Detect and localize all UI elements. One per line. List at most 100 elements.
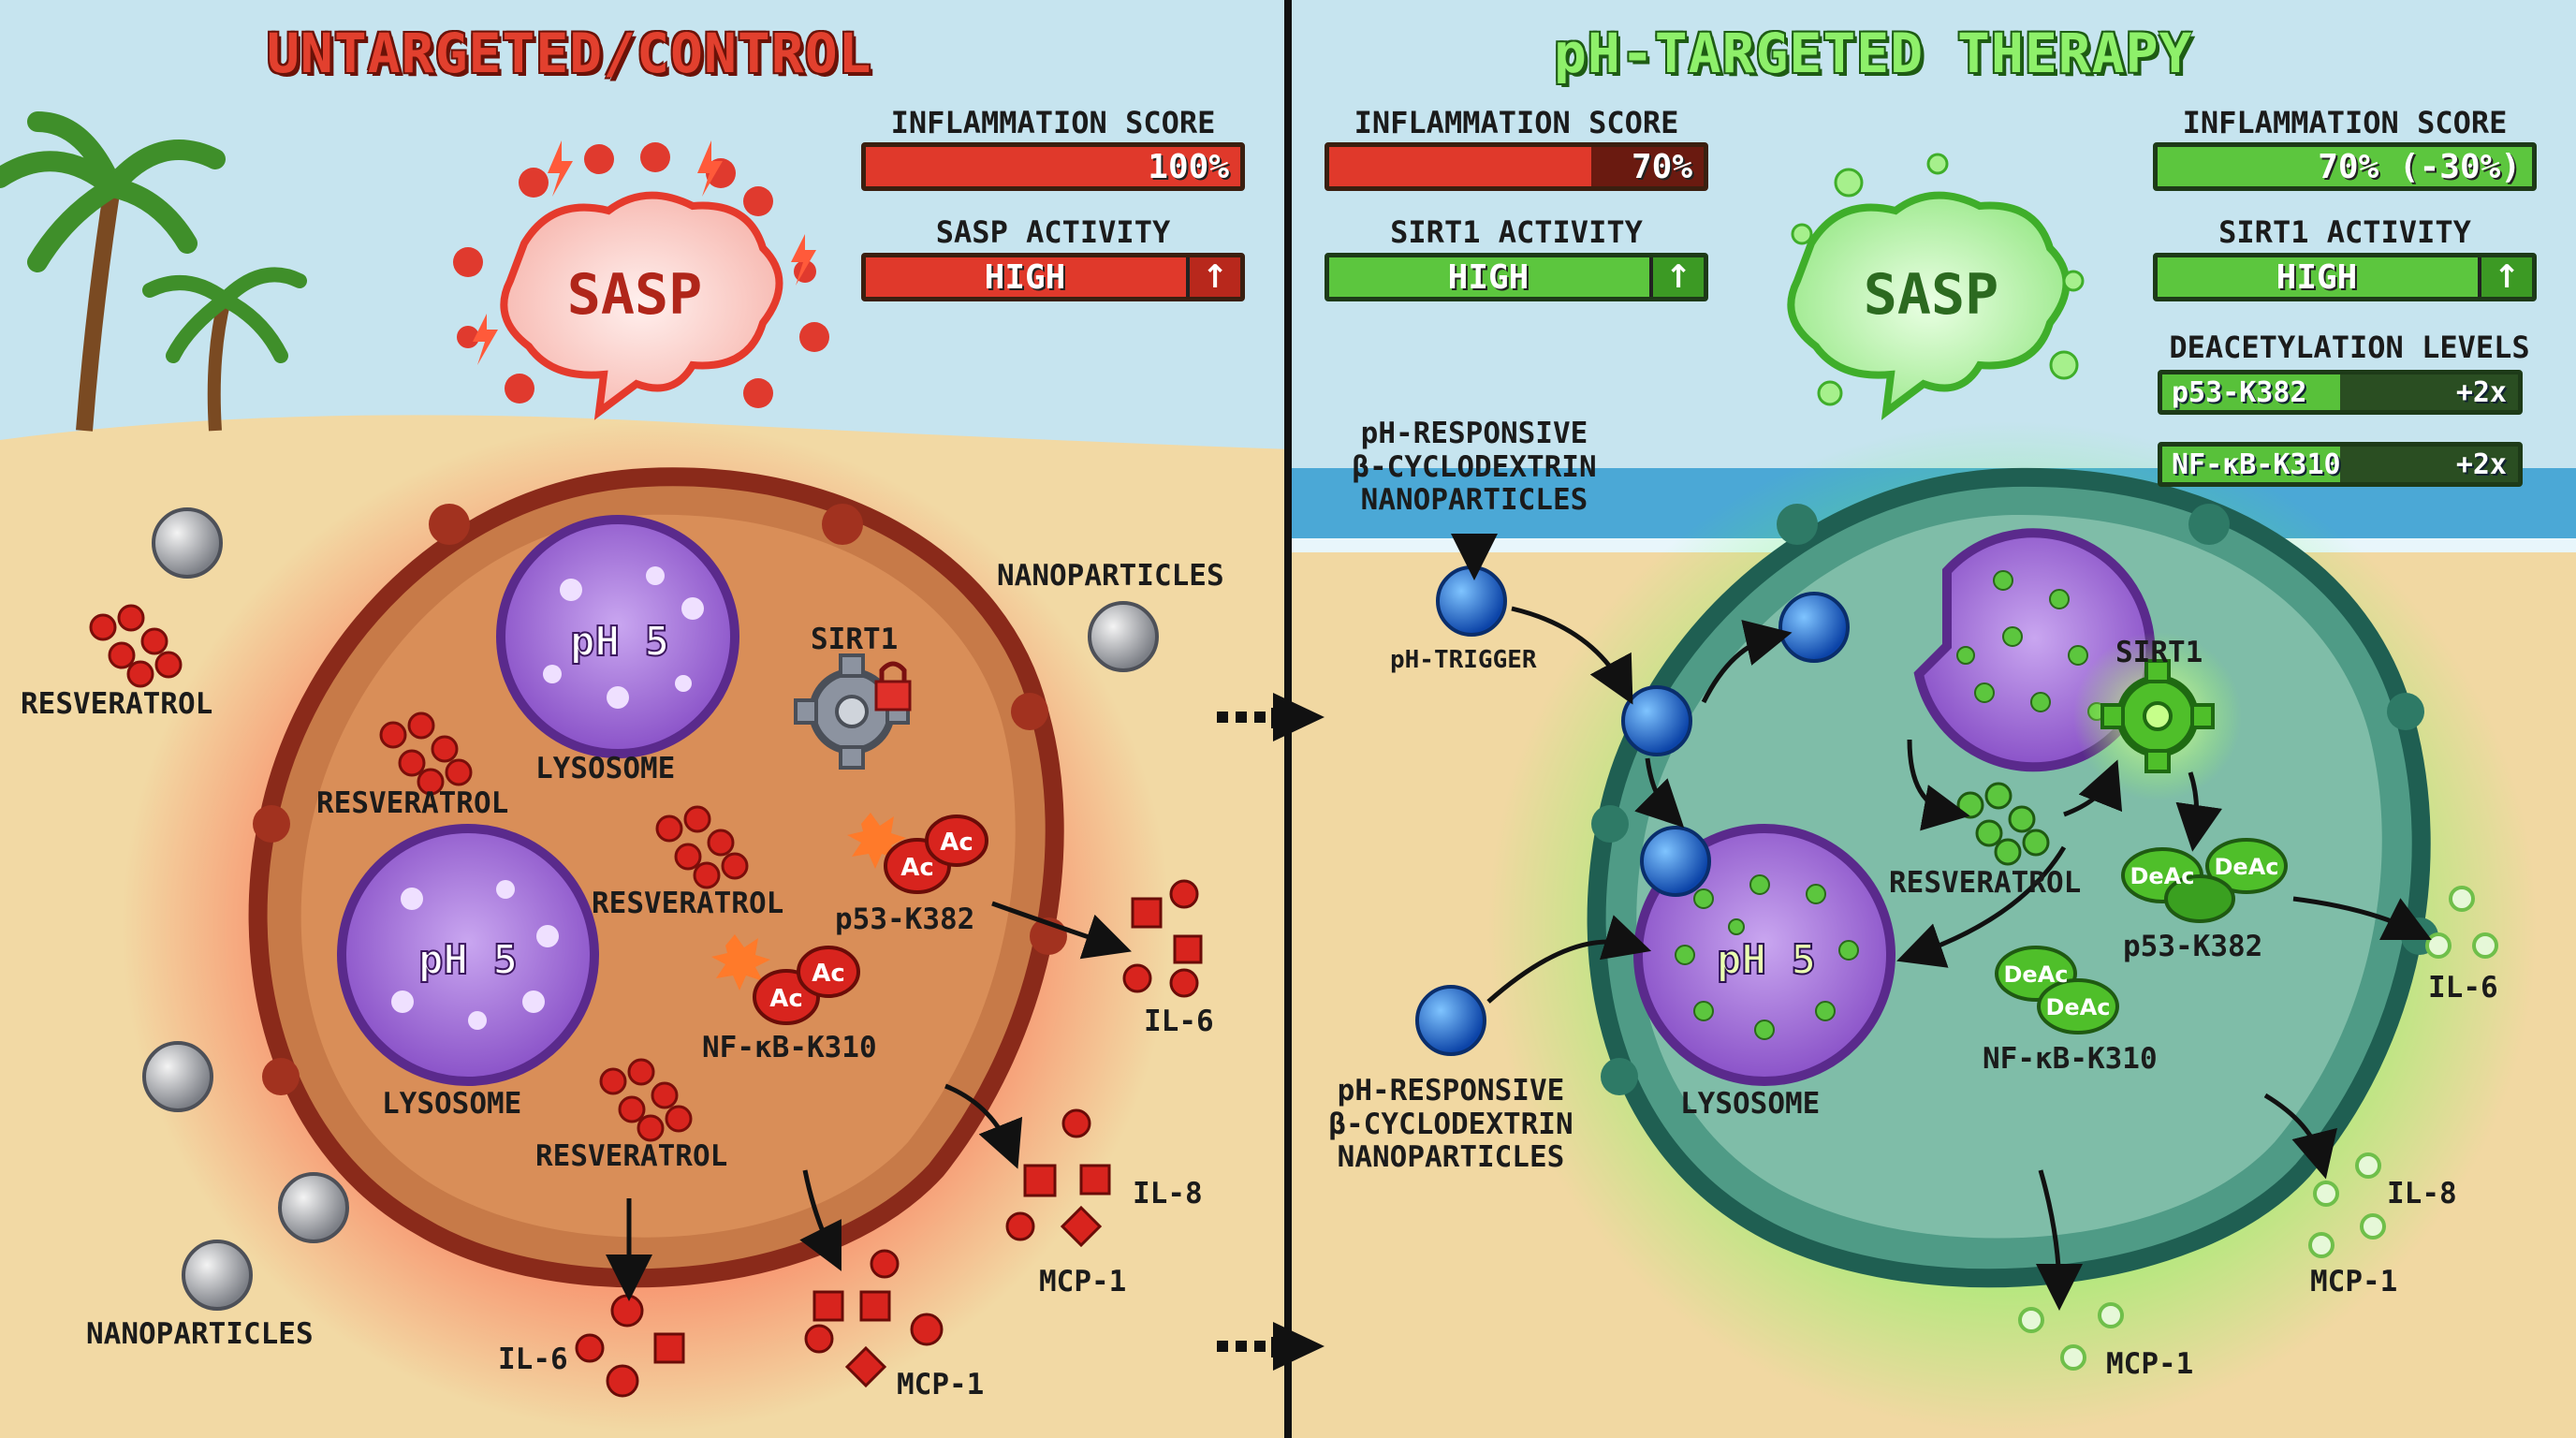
deacetylation-nfkb-value: +2x bbox=[2455, 448, 2507, 481]
lysosome-ph-label: pH 5 bbox=[418, 936, 518, 984]
sirt1-activity-bar: HIGH ↑ bbox=[1325, 253, 1708, 301]
nanoparticle-icons bbox=[142, 507, 1159, 1311]
label-line: NANOPARTICLES bbox=[1337, 1140, 1565, 1175]
right-panel-title: pH-TARGETED THERAPY bbox=[1554, 22, 2193, 85]
resveratrol-label: RESVERATROL bbox=[21, 687, 213, 721]
acetylated-p53-icon bbox=[847, 813, 988, 894]
resveratrol-label: RESVERATROL bbox=[1889, 866, 2082, 900]
sirt1-activity-title: SIRT1 ACTIVITY bbox=[1390, 214, 1643, 250]
p53-label: p53-K382 bbox=[835, 902, 975, 936]
deacetyl-tag: DeAc bbox=[2046, 994, 2111, 1020]
label-line: pH-RESPONSIVE bbox=[1337, 1074, 1565, 1108]
pathway-arrows bbox=[1451, 534, 2432, 1311]
inflammation-score-title: INFLAMMATION SCORE bbox=[1354, 105, 1679, 140]
deacetyl-tag: DeAc bbox=[2130, 863, 2195, 889]
p53-label: p53-K382 bbox=[2123, 930, 2263, 963]
deacetyl-tag: DeAc bbox=[2215, 854, 2279, 880]
reduced-cytokine-icons bbox=[2018, 886, 2498, 1371]
inflammation-score-bar: 100% bbox=[861, 142, 1245, 191]
sasp-cloud bbox=[1787, 191, 2071, 420]
cytokine-icons bbox=[575, 879, 1203, 1398]
lysosome-top-left bbox=[496, 515, 739, 758]
sirt1-activity-bar: HIGH ↑ bbox=[2153, 253, 2537, 301]
mcp1-label: MCP-1 bbox=[2106, 1347, 2194, 1381]
nfkb-label: NF-κB-K310 bbox=[702, 1031, 877, 1064]
left-panel-title: UNTARGETED/CONTROL bbox=[267, 22, 872, 85]
resveratrol-label: RESVERATROL bbox=[535, 1139, 728, 1173]
sirt1-active-gear-icon bbox=[2073, 632, 2242, 800]
sasp-cloud bbox=[500, 191, 783, 420]
lysosome-pH bbox=[1633, 824, 1895, 1086]
lysosome-label: LYSOSOME bbox=[382, 1087, 522, 1121]
deacetylated-nfkb-icon bbox=[1995, 946, 2119, 1034]
inflammation-score-title: INFLAMMATION SCORE bbox=[2182, 105, 2508, 140]
sasp-label: SASP bbox=[567, 262, 703, 328]
inflammation-score-fill bbox=[866, 147, 1240, 186]
sasp-label: SASP bbox=[1864, 262, 1999, 328]
lysosome-bottom-left bbox=[337, 824, 599, 1086]
label-line: pH-RESPONSIVE bbox=[1360, 417, 1588, 450]
acetyl-tag: Ac bbox=[900, 854, 934, 882]
nanoparticles-label: NANOPARTICLES bbox=[997, 559, 1224, 593]
sirt1-label: SIRT1 bbox=[2115, 636, 2203, 669]
deacetylation-p53-name: p53-K382 bbox=[2172, 375, 2307, 409]
nanoparticles-label: NANOPARTICLES bbox=[86, 1317, 314, 1351]
sasp-activity-bar: HIGH ↑ bbox=[861, 253, 1245, 301]
inflammation-score-title: INFLAMMATION SCORE bbox=[890, 105, 1216, 140]
inflammation-score-fill bbox=[1329, 147, 1591, 186]
sirt1-activity-value: HIGH bbox=[2276, 257, 2358, 297]
deacetylation-p53-value: +2x bbox=[2455, 375, 2507, 409]
il8-label: IL-8 bbox=[1133, 1177, 1203, 1211]
deacetylation-nfkb-name: NF-κB-K310 bbox=[2172, 448, 2341, 481]
lightning-icons bbox=[473, 140, 816, 365]
resveratrol-molecule-icon bbox=[1956, 782, 2050, 866]
resveratrol-label: RESVERATROL bbox=[592, 887, 784, 920]
deacetyl-tag: DeAc bbox=[2004, 961, 2069, 988]
sasp-activity-title: SASP ACTIVITY bbox=[935, 214, 1171, 250]
inflammation-score-value: 100% bbox=[1148, 147, 1229, 186]
transition-arrow-icon bbox=[1217, 1322, 1325, 1371]
inflammation-score-bar: 70% (-30%) bbox=[2153, 142, 2537, 191]
il6-label: IL-6 bbox=[2428, 971, 2498, 1005]
inflammation-score-fill bbox=[2158, 147, 2532, 186]
lysosome-ph-label: pH 5 bbox=[1717, 936, 1816, 984]
sirt1-activity-value: HIGH bbox=[1447, 257, 1530, 297]
label-line: NANOPARTICLES bbox=[1360, 483, 1588, 518]
lysosome-label: LYSOSOME bbox=[1680, 1087, 1821, 1121]
deacetylation-nfkb-bar: NF-κB-K310 +2x bbox=[2158, 442, 2523, 487]
lock-icon bbox=[874, 661, 912, 712]
deacetylation-fill bbox=[2162, 374, 2340, 410]
ph-nanoparticle-label: pH-RESPONSIVE β-CYCLODEXTRIN NANOPARTICL… bbox=[1334, 417, 1615, 518]
resveratrol-label: RESVERATROL bbox=[316, 786, 509, 820]
label-line: β-CYCLODEXTRIN bbox=[1352, 449, 1597, 484]
resveratrol-molecule-icons bbox=[89, 604, 749, 1142]
mcp1-label: MCP-1 bbox=[897, 1368, 985, 1401]
inflammation-score-bar: 70% bbox=[1325, 142, 1708, 191]
inflammation-score-value: 70% (-30%) bbox=[2318, 147, 2521, 186]
sirt1-activity-title: SIRT1 ACTIVITY bbox=[2218, 214, 2471, 250]
deacetylation-p53-bar: p53-K382 +2x bbox=[2158, 370, 2523, 415]
secretion-arrows bbox=[606, 901, 1132, 1301]
il8-label: IL-8 bbox=[2387, 1177, 2457, 1211]
inflammation-score-value: 70% bbox=[1631, 147, 1692, 186]
deacetylation-fill bbox=[2162, 447, 2340, 482]
lysosome-ph-label: pH 5 bbox=[570, 618, 669, 666]
mcp1-label: MCP-1 bbox=[1039, 1265, 1127, 1299]
deacetylated-p53-icon bbox=[2121, 838, 2288, 923]
arrow-up-icon: ↑ bbox=[2478, 257, 2532, 297]
il6-label: IL-6 bbox=[498, 1343, 568, 1376]
palm-tree-icon bbox=[0, 111, 307, 432]
sirt1-label: SIRT1 bbox=[811, 623, 899, 656]
sasp-activity-value: HIGH bbox=[984, 257, 1066, 297]
ph-nanoparticle-icons bbox=[1415, 565, 1850, 1056]
acetyl-tag: Ac bbox=[812, 960, 845, 988]
label-line: β-CYCLODEXTRIN bbox=[1328, 1107, 1573, 1141]
acetyl-tag: Ac bbox=[769, 985, 803, 1013]
acetyl-tag: Ac bbox=[940, 829, 973, 857]
lysosome-label: LYSOSOME bbox=[535, 752, 676, 785]
ph-trigger-label: pH-TRIGGER bbox=[1390, 646, 1537, 674]
transition-arrow-icon bbox=[1217, 693, 1325, 741]
il6-label: IL-6 bbox=[1144, 1005, 1214, 1038]
ph-nanoparticle-label: pH-RESPONSIVE β-CYCLODEXTRIN NANOPARTICL… bbox=[1310, 1074, 1591, 1175]
arrow-up-icon: ↑ bbox=[1186, 257, 1240, 297]
